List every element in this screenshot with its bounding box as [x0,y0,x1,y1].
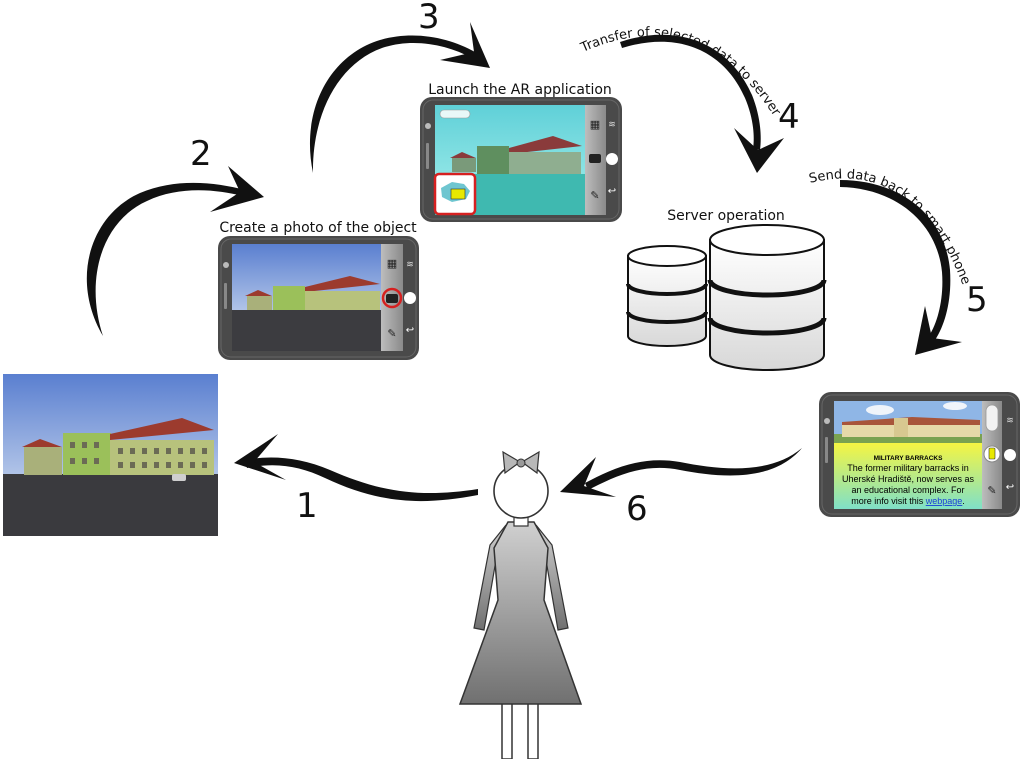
woman-user-icon [458,450,583,759]
info-card-line-4-prefix: more info visit this [851,496,926,506]
step-number-2: 2 [190,134,212,174]
info-card-line-4: more info visit this webpage. [851,496,965,506]
camera-lens-icon [824,418,830,424]
caption-create-photo: Create a photo of the object [219,220,417,236]
home-button[interactable] [1004,449,1016,461]
database-small-icon [626,245,708,347]
step-number-4: 4 [778,97,800,137]
hair-bow-icon [502,450,540,475]
phone-ar-app: ▦ ✎ ↩ ≋ [420,97,622,222]
home-button[interactable] [404,292,416,304]
database-large-icon [707,224,827,371]
info-card-line-2: Uherské Hradiště, now serves as [842,474,975,484]
settings-icon[interactable]: ✎ [387,327,396,340]
server-databases [626,224,827,371]
building-photo [3,374,218,536]
speaker-slot [825,437,828,463]
marker-icon [450,188,466,200]
menu-icon[interactable]: ≋ [406,260,414,270]
menu-icon[interactable]: ≋ [608,120,616,130]
step-number-1: 1 [296,486,318,526]
leg-left [501,702,513,759]
arrow-3 [309,22,490,173]
zoom-slider[interactable] [985,404,999,432]
arrow-6 [560,448,802,497]
arrow-2 [86,166,264,336]
phone-info-result: MILITARY BARRACKS The former military ba… [819,392,1020,517]
speaker-slot [224,283,227,309]
camera-shutter-icon[interactable] [589,154,601,163]
camera-lens-icon [223,262,229,268]
arrow-1 [234,434,478,502]
ar-search-bar[interactable] [439,109,471,119]
step-number-6: 6 [626,489,648,529]
caption-launch-ar: Launch the AR application [428,82,612,98]
info-card-line-1: The former military barracks in [847,463,969,473]
info-card-line-3: an educational complex. For [851,485,964,495]
leg-right [527,702,539,759]
speaker-slot [426,143,429,169]
phone-capture: ▦ ✎ ↩ ≋ [218,236,419,360]
back-icon[interactable]: ↩ [1006,482,1014,493]
caption-server-operation: Server operation [667,208,785,224]
camera-shutter-icon[interactable] [386,294,398,303]
info-card-title: MILITARY BARRACKS [874,455,944,462]
info-card [834,443,982,509]
flash-icon[interactable]: ▦ [590,118,600,131]
back-icon[interactable]: ↩ [406,325,414,336]
info-card-line-4-suffix: . [962,496,965,506]
camera-lens-icon [425,123,431,129]
info-card-webpage-link[interactable]: webpage [925,496,963,506]
step-number-3: 3 [418,0,440,37]
settings-icon[interactable]: ✎ [590,189,599,202]
home-button[interactable] [606,153,618,165]
menu-icon[interactable]: ≋ [1006,416,1014,426]
back-icon[interactable]: ↩ [608,186,616,197]
shutter-highlight-ring [381,287,403,309]
dress [458,521,583,705]
flash-icon[interactable]: ▦ [387,257,397,270]
arrow-5 [840,180,962,355]
settings-icon[interactable]: ✎ [987,484,996,497]
step-number-5: 5 [966,280,988,320]
head [493,463,549,519]
arrow-4 [620,34,784,173]
